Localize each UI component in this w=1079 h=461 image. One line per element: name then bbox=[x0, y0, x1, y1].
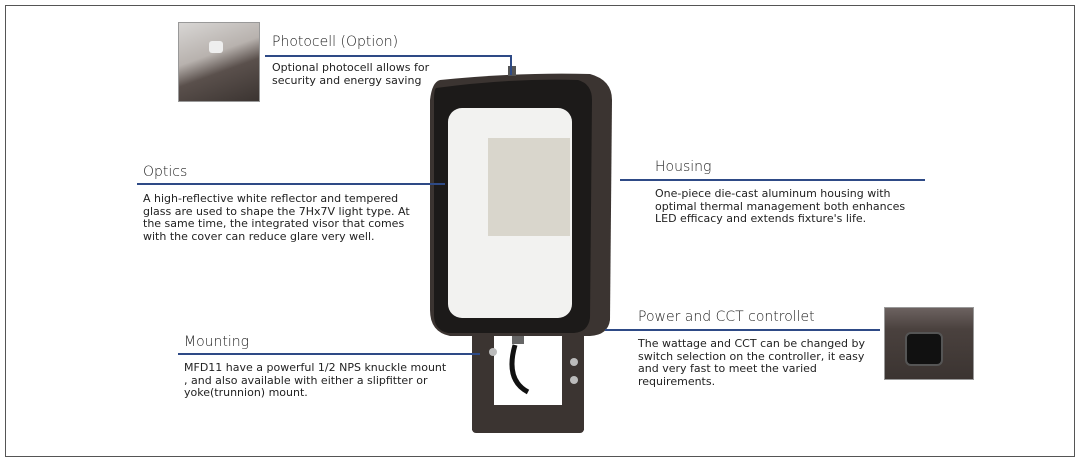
optics-callout-line bbox=[137, 183, 445, 185]
power-title: Power and CCT controllet bbox=[638, 309, 815, 325]
photocell-desc: Optional photocell allows for security a… bbox=[272, 61, 430, 87]
photocell-callout-line bbox=[265, 55, 512, 57]
photocell-thumbnail bbox=[178, 22, 260, 102]
mount-bracket bbox=[472, 335, 584, 433]
power-desc: The wattage and CCT can be changed by sw… bbox=[638, 337, 866, 388]
photocell-sensor bbox=[508, 66, 516, 76]
optics-desc: A high-reflective white reflector and te… bbox=[143, 192, 410, 243]
housing-desc: One-piece die-cast aluminum housing with… bbox=[655, 187, 906, 225]
power-callout-line bbox=[605, 329, 880, 331]
mounting-callout-line bbox=[178, 353, 480, 355]
mounting-title: Mounting bbox=[184, 334, 250, 350]
optics-title: Optics bbox=[143, 164, 188, 180]
housing-title: Housing bbox=[655, 159, 712, 175]
led-array bbox=[488, 138, 570, 236]
photocell-callout-drop bbox=[510, 55, 512, 75]
diagram-frame bbox=[5, 5, 1075, 457]
mounting-desc: MFD11 have a powerful 1/2 NPS knuckle mo… bbox=[184, 361, 447, 399]
housing-callout-line bbox=[620, 179, 925, 181]
photocell-title: Photocell (Option) bbox=[272, 34, 399, 50]
controller-thumbnail bbox=[884, 307, 974, 380]
